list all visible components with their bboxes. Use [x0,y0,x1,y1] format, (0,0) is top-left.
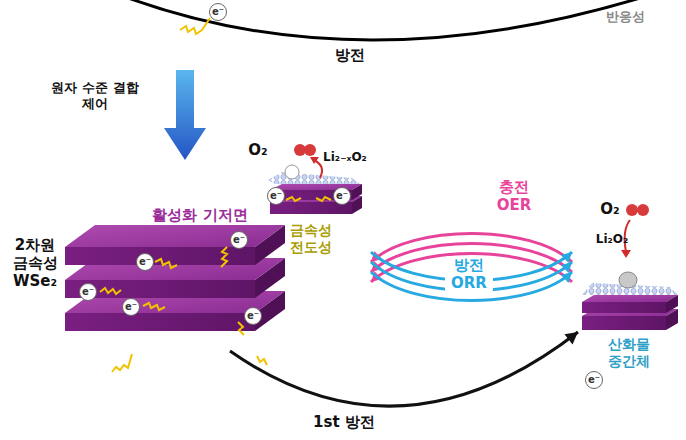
wse2-layer [65,225,285,247]
electron [245,308,262,325]
node-label: 활성화 기저면 [140,206,260,224]
edge-label: 1st 방전 [298,413,390,431]
node-label: 산화물 중간체 [596,336,662,370]
electron [80,4,603,389]
wse2-stack [65,225,285,331]
electron [210,4,227,21]
material-node: 활성화 기저면 2차원 금속성 WSe₂ [4,202,290,347]
electron-label: e⁻ [333,188,351,204]
electron [123,299,140,316]
edge-label: 방전 ORR [445,256,493,292]
electron [231,232,248,249]
electron [268,188,285,205]
node-label: 금속성 전도성 [278,222,344,256]
wse2-layer [65,313,255,331]
discharge-arc [120,0,650,40]
electron-label: e⁻ [136,254,154,270]
electron [334,188,351,205]
electron-path [100,18,331,372]
electron-label: e⁻ [244,308,262,324]
annotation: Li₂O₂ [582,232,642,246]
annotation: 원자 수준 결합 제어 [49,80,141,111]
electron-label: e⁻ [585,372,603,388]
reaction-arrow [230,332,578,406]
electron [80,284,97,301]
annotation: 반응성 [590,9,660,25]
reaction-arrow [371,252,572,301]
electron-label: e⁻ [79,284,97,300]
right-stack [582,204,678,330]
material-node: 산화물 중간체 [570,280,684,372]
annotation: O₂ [590,200,630,218]
node-label: 2차원 금속성 WSe₂ [4,236,66,290]
electron-label: e⁻ [122,299,140,315]
electron [137,254,154,271]
annotation: 방전 [320,46,380,64]
down-arrow [164,70,206,160]
annotation: O₂ [238,141,278,159]
electron-label: e⁻ [267,188,285,204]
edge-label: 충전 OER [490,178,538,214]
electron-label: e⁻ [230,232,248,248]
electron-label: e⁻ [209,4,227,20]
electron [586,372,603,389]
annotation: Li₂₋ₓO₂ [310,150,380,164]
